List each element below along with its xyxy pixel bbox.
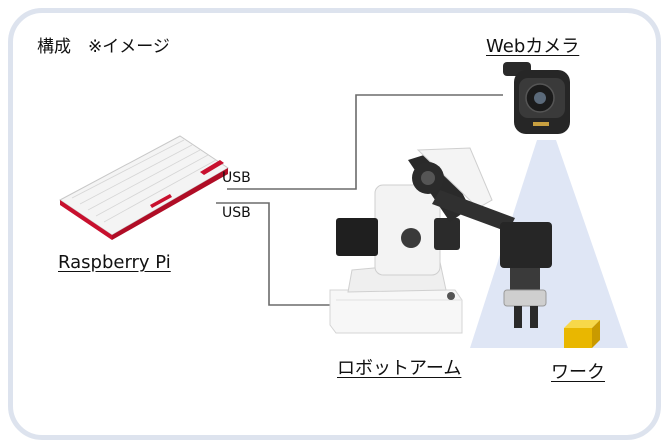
usb-label-bottom: USB — [222, 205, 251, 221]
work-label: ワーク — [551, 362, 605, 383]
robot-arm-label: ロボットアーム — [337, 358, 462, 379]
usb-line-camera — [227, 94, 503, 190]
usb-line-robot — [216, 202, 330, 306]
usb-label-top: USB — [222, 170, 251, 186]
work-block-image — [564, 320, 600, 348]
diagram-title: 構成 ※イメージ — [37, 37, 170, 57]
robot-arm-image — [329, 147, 552, 334]
raspberry-pi-label: Raspberry Pi — [58, 252, 171, 273]
web-camera-image — [503, 62, 570, 134]
raspberry-pi-keyboard-image — [59, 135, 229, 240]
camera-label: Webカメラ — [486, 36, 580, 57]
